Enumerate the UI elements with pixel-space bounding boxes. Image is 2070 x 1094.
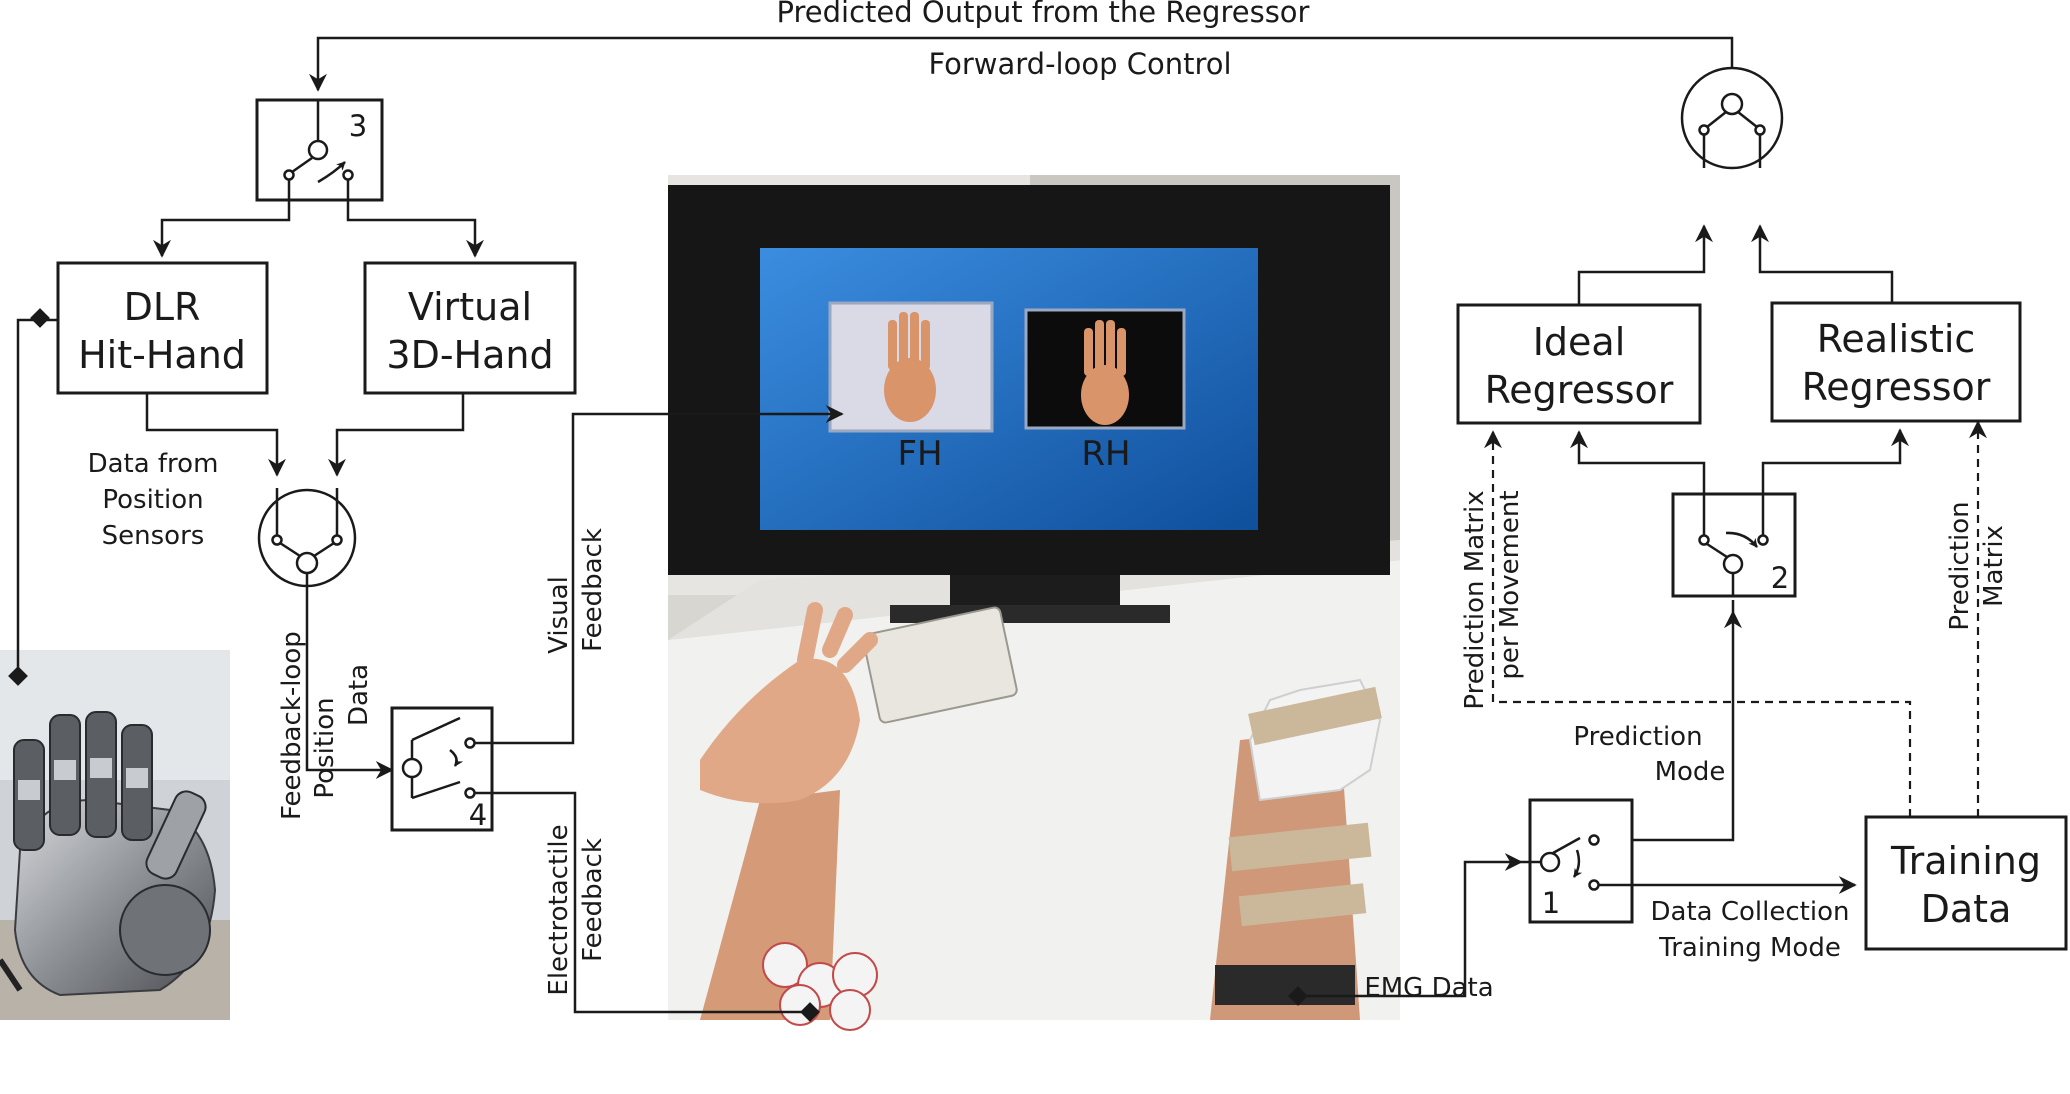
visual-feedback-label-2: Feedback [578, 528, 608, 652]
prediction-mode-label-2: Mode [1655, 757, 1726, 787]
switch-1-symbol [1521, 834, 1600, 891]
regressor-combiner [1680, 66, 1784, 170]
training-label-1: Training [1890, 839, 2041, 883]
ideal-label-1: Ideal [1533, 320, 1626, 364]
pred-matrix-movement-label-1: Prediction Matrix [1460, 490, 1490, 709]
switch-1-number: 1 [1542, 886, 1560, 920]
position-label-1: Position [310, 697, 340, 798]
switch-4-symbol [401, 716, 476, 800]
realistic-label-2: Regressor [1802, 365, 1991, 409]
monitor-setup-icon [668, 175, 1400, 1031]
pred-matrix-movement-label-2: per Movement [1495, 490, 1525, 679]
switch-3-number: 3 [349, 109, 367, 143]
training-data-block [1864, 815, 2068, 951]
feedback-loop-label: Feedback-loop [277, 631, 307, 820]
switch-3-symbol [283, 100, 354, 184]
prediction-mode-label-1: Prediction [1573, 722, 1702, 752]
data-collection-label-2: Training Mode [1658, 933, 1841, 963]
dlr-label-2: Hit-Hand [78, 333, 246, 377]
switch-2-symbol [1698, 531, 1769, 596]
dlr-label-1: DLR [124, 285, 201, 329]
data-from-label-3: Sensors [102, 521, 205, 551]
robot-hand-icon [0, 650, 230, 1020]
ideal-label-2: Regressor [1485, 368, 1674, 412]
virtual-3d-hand-block [363, 261, 577, 395]
realistic-label-1: Realistic [1817, 317, 1976, 361]
virtual-label-2: 3D-Hand [386, 333, 553, 377]
switch-4-number: 4 [469, 798, 487, 832]
pred-matrix-label-2: Matrix [1979, 525, 2009, 607]
visual-feedback-label-1: Visual [544, 576, 574, 654]
realistic-regressor-block [1770, 301, 2022, 423]
electrotactile-label-1: Electrotactile [544, 824, 574, 995]
screen-rh-label: RH [1081, 434, 1130, 474]
ideal-regressor-block [1456, 303, 1702, 425]
electrotactile-label-2: Feedback [578, 838, 608, 962]
screen-fh-label: FH [897, 434, 942, 474]
training-label-2: Data [1921, 887, 2012, 931]
forward-loop-label: Forward-loop Control [928, 47, 1231, 81]
feedback-combiner [257, 488, 357, 588]
virtual-label-1: Virtual [408, 285, 532, 329]
data-collection-label-1: Data Collection [1651, 897, 1850, 927]
predicted-output-label: Predicted Output from the Regressor [777, 0, 1310, 29]
dlr-hit-hand-block [56, 261, 269, 395]
emg-data-label: EMG Data [1364, 973, 1493, 1003]
data-from-label-2: Position [102, 485, 203, 515]
switch-2-number: 2 [1771, 561, 1789, 595]
data-from-label-1: Data from [88, 449, 219, 479]
position-label-2: Data [344, 664, 374, 726]
pred-matrix-label-1: Prediction [1945, 501, 1975, 630]
